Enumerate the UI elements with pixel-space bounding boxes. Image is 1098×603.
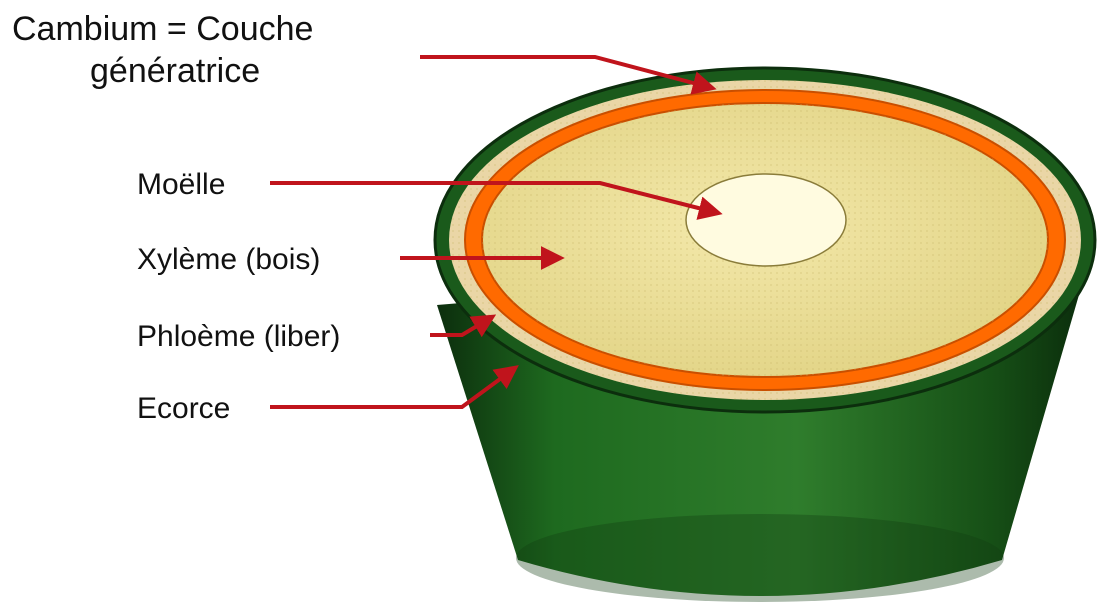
label-phloeme: Phloème (liber): [137, 320, 340, 353]
pith-center: [686, 174, 846, 266]
title-line-1: Cambium = Couche: [12, 10, 313, 48]
label-ecorce: Ecorce: [137, 392, 230, 425]
trunk-bottom-edge: [516, 514, 1004, 602]
title-line-2: génératrice: [90, 52, 260, 90]
label-moelle: Moëlle: [137, 168, 225, 201]
label-xyleme: Xylème (bois): [137, 243, 320, 276]
